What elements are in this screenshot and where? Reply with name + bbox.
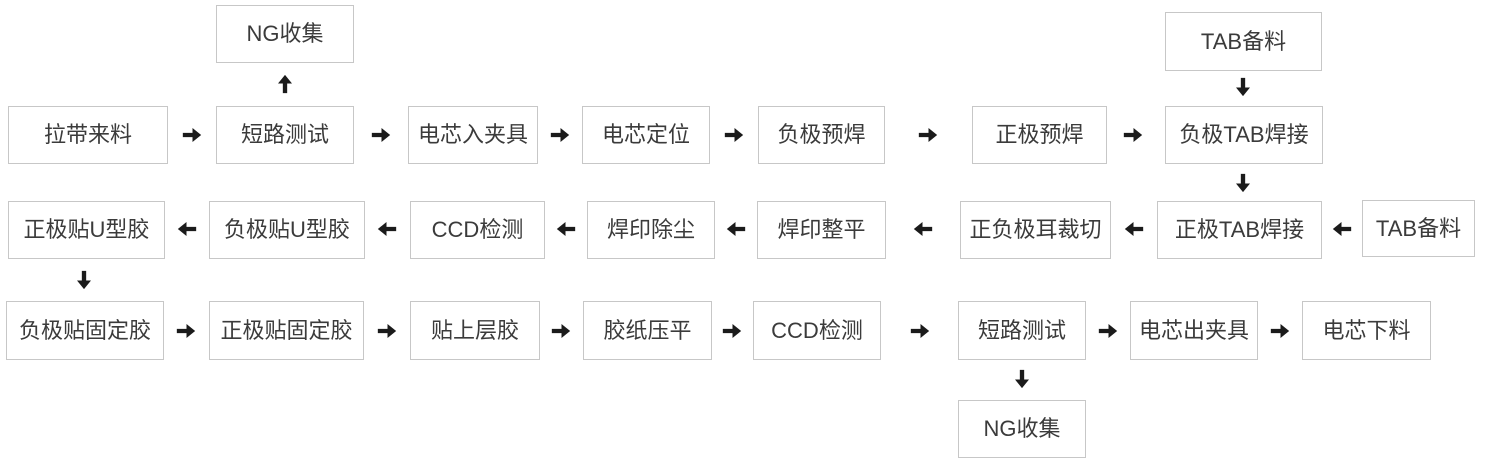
process-step-negative-pre-weld: 负极预焊 [758,106,885,164]
process-step-tab-prep-top: TAB备料 [1165,12,1322,71]
process-step-cell-positioning: 电芯定位 [582,106,710,164]
arrow-right-icon [371,125,391,145]
arrow-up-icon [275,74,295,94]
process-step-positive-fixing-tape: 正极贴固定胶 [209,301,364,360]
arrow-left-icon [377,219,397,239]
process-step-weld-mark-flatten: 焊印整平 [757,201,886,259]
arrow-right-icon [722,321,742,341]
arrow-right-icon [176,321,196,341]
arrow-right-icon [1270,321,1290,341]
arrow-down-icon [1233,77,1253,97]
arrow-left-icon [177,219,197,239]
arrow-right-icon [910,321,930,341]
process-step-ng-collect-bottom: NG收集 [958,400,1086,458]
process-step-tape-press-flat: 胶纸压平 [583,301,712,360]
process-step-cell-out-of-fixture: 电芯出夹具 [1130,301,1258,360]
arrow-right-icon [182,125,202,145]
process-step-weld-mark-dedust: 焊印除尘 [587,201,715,259]
arrow-left-icon [726,219,746,239]
arrow-down-icon [1012,369,1032,389]
arrow-down-icon [74,270,94,290]
process-step-negative-fixing-tape: 负极贴固定胶 [6,301,164,360]
process-step-top-layer-tape: 贴上层胶 [410,301,540,360]
process-step-strip-feed-incoming: 拉带来料 [8,106,168,164]
process-step-tab-prep-right: TAB备料 [1362,200,1475,257]
process-step-cell-unloading: 电芯下料 [1302,301,1431,360]
process-step-cell-into-fixture: 电芯入夹具 [408,106,538,164]
arrow-right-icon [1098,321,1118,341]
process-step-negative-tab-welding: 负极TAB焊接 [1165,106,1323,164]
arrow-right-icon [1123,125,1143,145]
process-step-negative-u-tape: 负极贴U型胶 [209,201,365,259]
arrow-right-icon [918,125,938,145]
process-step-short-circuit-test-2: 短路测试 [958,301,1086,360]
process-step-short-circuit-test-1: 短路测试 [216,106,354,164]
process-step-tab-cutting: 正负极耳裁切 [960,201,1111,259]
arrow-right-icon [550,125,570,145]
arrow-right-icon [377,321,397,341]
arrow-right-icon [551,321,571,341]
process-step-ng-collect-top: NG收集 [216,5,354,63]
arrow-down-icon [1233,173,1253,193]
arrow-right-icon [724,125,744,145]
process-step-positive-u-tape: 正极贴U型胶 [8,201,165,259]
process-step-ccd-inspection-1: CCD检测 [410,201,545,259]
arrow-left-icon [556,219,576,239]
arrow-left-icon [1124,219,1144,239]
process-step-ccd-inspection-2: CCD检测 [753,301,881,360]
process-step-positive-tab-welding: 正极TAB焊接 [1157,201,1322,259]
arrow-left-icon [1332,219,1352,239]
arrow-left-icon [913,219,933,239]
process-step-positive-pre-weld: 正极预焊 [972,106,1107,164]
